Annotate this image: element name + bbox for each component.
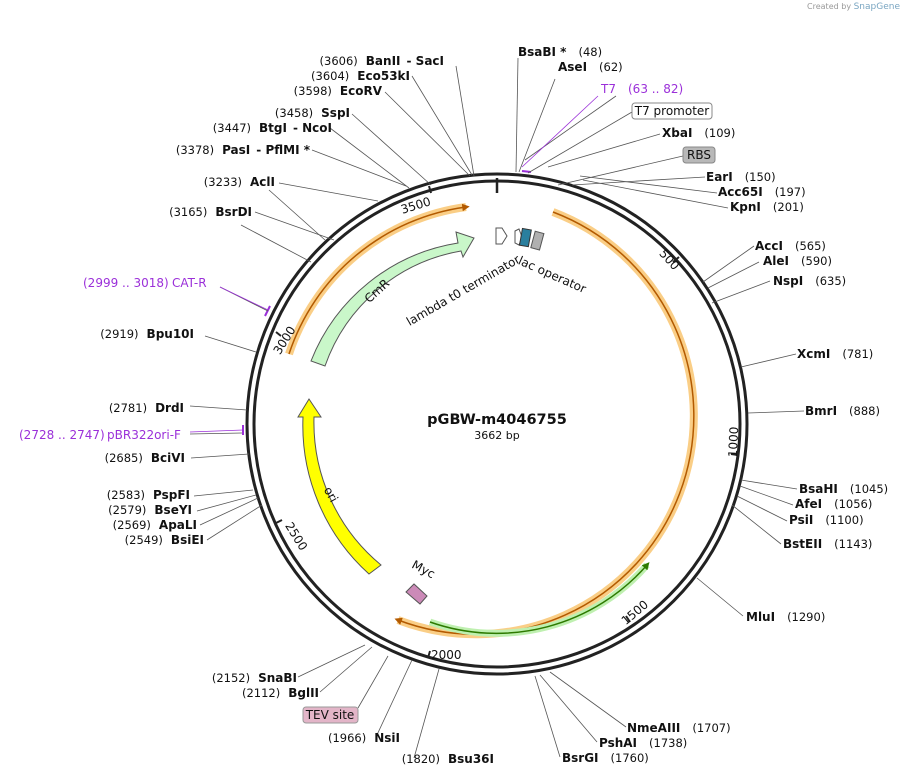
- tick-mark-2000: [427, 650, 431, 659]
- feature-arc-left-line: [288, 203, 470, 355]
- cmr-feature[interactable]: [310, 231, 475, 367]
- site-apali[interactable]: (2569)ApaLI: [113, 518, 197, 532]
- leader-lines-right: [515, 57, 805, 758]
- site-nmeaiii[interactable]: NmeAIII(1707): [627, 721, 731, 735]
- site-acc65i[interactable]: Acc65I(197): [718, 185, 806, 199]
- site-bsahi[interactable]: BsaHI(1045): [799, 482, 888, 496]
- lac-operator-label: lac operator: [516, 254, 588, 296]
- site-btgi-ncoi[interactable]: (3447)BtgI- NcoI: [213, 121, 332, 135]
- tick-mark-3500: [428, 185, 432, 194]
- plasmid-length: 3662 bp: [474, 429, 519, 442]
- t7-promoter-box[interactable]: [631, 102, 713, 120]
- snapgene-branding: Created by SnapGene: [807, 2, 900, 12]
- terminator-feature[interactable]: [495, 227, 508, 245]
- tick-mark-1500: [625, 615, 631, 623]
- site-bsteii[interactable]: BstEII(1143): [783, 537, 872, 551]
- pbr322ori-f-primer-name: pBR322ori-F: [107, 428, 181, 442]
- rbs-feature[interactable]: [530, 230, 545, 251]
- cat-r-primer-range: (2999 .. 3018): [83, 276, 169, 290]
- site-bsabi[interactable]: BsaBI *(48): [518, 45, 602, 59]
- rbs-label: RBS: [687, 148, 711, 162]
- t7-primer-range: (63 .. 82): [628, 82, 683, 96]
- site-xbai[interactable]: XbaI(109): [662, 126, 735, 140]
- ori-feature[interactable]: [297, 398, 382, 575]
- site-bsrdi[interactable]: (3165)BsrDI: [169, 205, 252, 219]
- t7-primer[interactable]: T7 (63 .. 82): [600, 82, 683, 96]
- lac-operator-feature[interactable]: [518, 227, 532, 248]
- site-ecorv[interactable]: (3598)EcoRV: [294, 84, 383, 98]
- site-mlui[interactable]: MluI(1290): [746, 610, 825, 624]
- site-afei[interactable]: AfeI(1056): [795, 497, 872, 511]
- site-bmri[interactable]: BmrI(888): [805, 404, 880, 418]
- tev-site-label: TEV site: [305, 708, 355, 722]
- cat-r-primer-name: CAT-R: [172, 276, 207, 290]
- tick-2000: 2000: [431, 648, 462, 662]
- pbr322ori-f-primer[interactable]: (2728 .. 2747) pBR322ori-F: [19, 428, 181, 442]
- tick-1000: 1000: [726, 426, 742, 457]
- branding-prefix: Created by: [807, 2, 852, 11]
- enzyme-sites-left: (3606)BanII- SacI (3604)Eco53kI (3598)Ec…: [100, 54, 494, 766]
- cat-r-primer[interactable]: (2999 .. 3018) CAT-R: [83, 276, 207, 290]
- tev-site-box[interactable]: [302, 706, 359, 724]
- site-bseyi[interactable]: (2579)BseYI: [108, 503, 192, 517]
- site-drdi[interactable]: (2781)DrdI: [109, 401, 184, 415]
- branding-name: SnapGene: [853, 2, 900, 12]
- tick-mark-2500: [275, 519, 283, 524]
- site-bsrgi[interactable]: BsrGI(1760): [562, 751, 649, 765]
- t7-promoter-label: T7 promoter: [634, 104, 710, 118]
- site-snabi[interactable]: (2152)SnaBI: [212, 671, 297, 685]
- site-pshai[interactable]: PshAI(1738): [599, 736, 687, 750]
- site-acci[interactable]: AccI(565): [755, 239, 826, 253]
- site-eari[interactable]: EarI(150): [706, 170, 776, 184]
- site-acli[interactable]: (3233)AclI: [204, 175, 275, 189]
- site-nspi[interactable]: NspI(635): [773, 274, 846, 288]
- site-bpu10i[interactable]: (2919)Bpu10I: [100, 327, 194, 341]
- rbs-box[interactable]: [682, 146, 716, 164]
- site-pspfi[interactable]: (2583)PspFI: [107, 488, 190, 502]
- pbr322ori-f-primer-range: (2728 .. 2747): [19, 428, 105, 442]
- site-bcivi[interactable]: (2685)BciVI: [105, 451, 185, 465]
- tick-mark-500: [672, 256, 680, 263]
- site-kpni[interactable]: KpnI(201): [730, 200, 804, 214]
- site-pasi-pflmi[interactable]: (3378)PasI- PflMI *: [176, 143, 311, 157]
- myc-feature[interactable]: [405, 583, 428, 605]
- site-xcmi[interactable]: XcmI(781): [797, 347, 873, 361]
- site-bsiei[interactable]: (2549)BsiEI: [125, 533, 204, 547]
- ori-label: ori: [321, 484, 341, 505]
- t7-primer-name: T7: [600, 82, 616, 96]
- terminator-label: lambda t0 terminator: [404, 252, 523, 329]
- site-alei[interactable]: AleI(590): [763, 254, 832, 268]
- backbone-outer: [245, 172, 749, 676]
- primer-leader-lines: [189, 95, 599, 433]
- site-nsii[interactable]: (1966)NsiI: [328, 731, 400, 745]
- site-eco53ki[interactable]: (3604)Eco53kI: [311, 69, 410, 83]
- tick-mark-1000: [730, 453, 739, 456]
- site-bglii[interactable]: (2112)BglII: [242, 686, 319, 700]
- site-bsu36i[interactable]: (1820)Bsu36I: [402, 752, 494, 766]
- feature-arc-green-line: [429, 562, 650, 635]
- plasmid-name: pGBW-m4046755: [427, 412, 567, 428]
- enzyme-sites-right: BsaBI *(48) AseI(62) XbaI(109) EarI(150)…: [518, 45, 888, 765]
- site-psii[interactable]: PsiI(1100): [789, 513, 864, 527]
- site-banii-saci[interactable]: (3606)BanII- SacI: [320, 54, 444, 68]
- site-asei[interactable]: AseI(62): [558, 60, 623, 74]
- site-sspi[interactable]: (3458)SspI: [275, 106, 350, 120]
- myc-label: Myc: [410, 558, 438, 582]
- tick-mark-3000: [275, 331, 282, 337]
